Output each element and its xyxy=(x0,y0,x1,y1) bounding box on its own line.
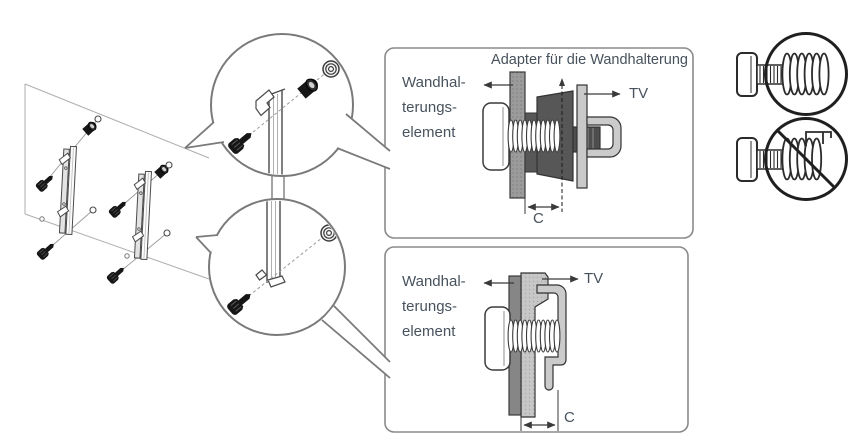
label-line: element xyxy=(402,124,456,141)
screw-icon xyxy=(105,263,128,286)
rail-continuation xyxy=(271,176,285,200)
washer-icon xyxy=(89,206,97,214)
dimension-c-label-bottom: C xyxy=(564,409,575,426)
wall-hardware xyxy=(34,115,173,286)
label-line: element xyxy=(402,323,456,340)
tv-label-top: TV xyxy=(629,85,649,102)
wall-panel xyxy=(24,83,210,280)
washer-icon xyxy=(94,115,102,123)
screw-head xyxy=(482,102,510,171)
magnified-bracket-bottom xyxy=(225,201,338,317)
screw-thread-prohibited-icon xyxy=(736,117,848,201)
washer-icon xyxy=(165,161,173,169)
screw-icon xyxy=(35,239,58,262)
wall-mount-element-label-top: Wandhal- terungs- element xyxy=(402,70,466,145)
screw-head xyxy=(484,306,511,371)
direct-mount-detail-box xyxy=(321,246,689,433)
mounting-bracket-right xyxy=(129,170,152,261)
tv-label-bottom: TV xyxy=(584,270,604,287)
washer-icon xyxy=(322,60,340,78)
wall-hole xyxy=(124,253,130,259)
bracket-edge-mark xyxy=(805,131,832,146)
wall-mount-element-label-bottom: Wandhal- terungs- element xyxy=(402,269,466,344)
magnified-bracket-top xyxy=(226,60,340,175)
wall-hole xyxy=(39,216,45,222)
label-line: Wandhal- xyxy=(402,74,466,91)
screw-icon xyxy=(107,197,130,220)
prohibition-slash xyxy=(776,129,836,189)
label-line: Wandhal- xyxy=(402,273,466,290)
dimension-c-label-top: C xyxy=(533,210,544,227)
screw-icon xyxy=(34,171,57,194)
screw-threads xyxy=(507,319,561,353)
adapter-detail-box xyxy=(336,47,694,239)
adapter-pointer-arrowhead xyxy=(559,78,565,86)
spacer-icon xyxy=(81,119,99,137)
mounting-bracket-left xyxy=(54,145,77,236)
magnifier-callout-bottom xyxy=(195,198,346,336)
washer-icon xyxy=(163,229,171,237)
screw-threads xyxy=(507,119,561,153)
label-line: terungs- xyxy=(402,99,458,116)
screw-thread-ok-icon xyxy=(736,32,848,116)
adapter-cross-section xyxy=(482,71,622,214)
adapter-box-title: Adapter für die Wandhalterung xyxy=(491,52,688,68)
label-line: terungs- xyxy=(402,298,458,315)
magnifier-callout-top xyxy=(184,33,354,177)
direct-mount-cross-section xyxy=(483,272,579,431)
